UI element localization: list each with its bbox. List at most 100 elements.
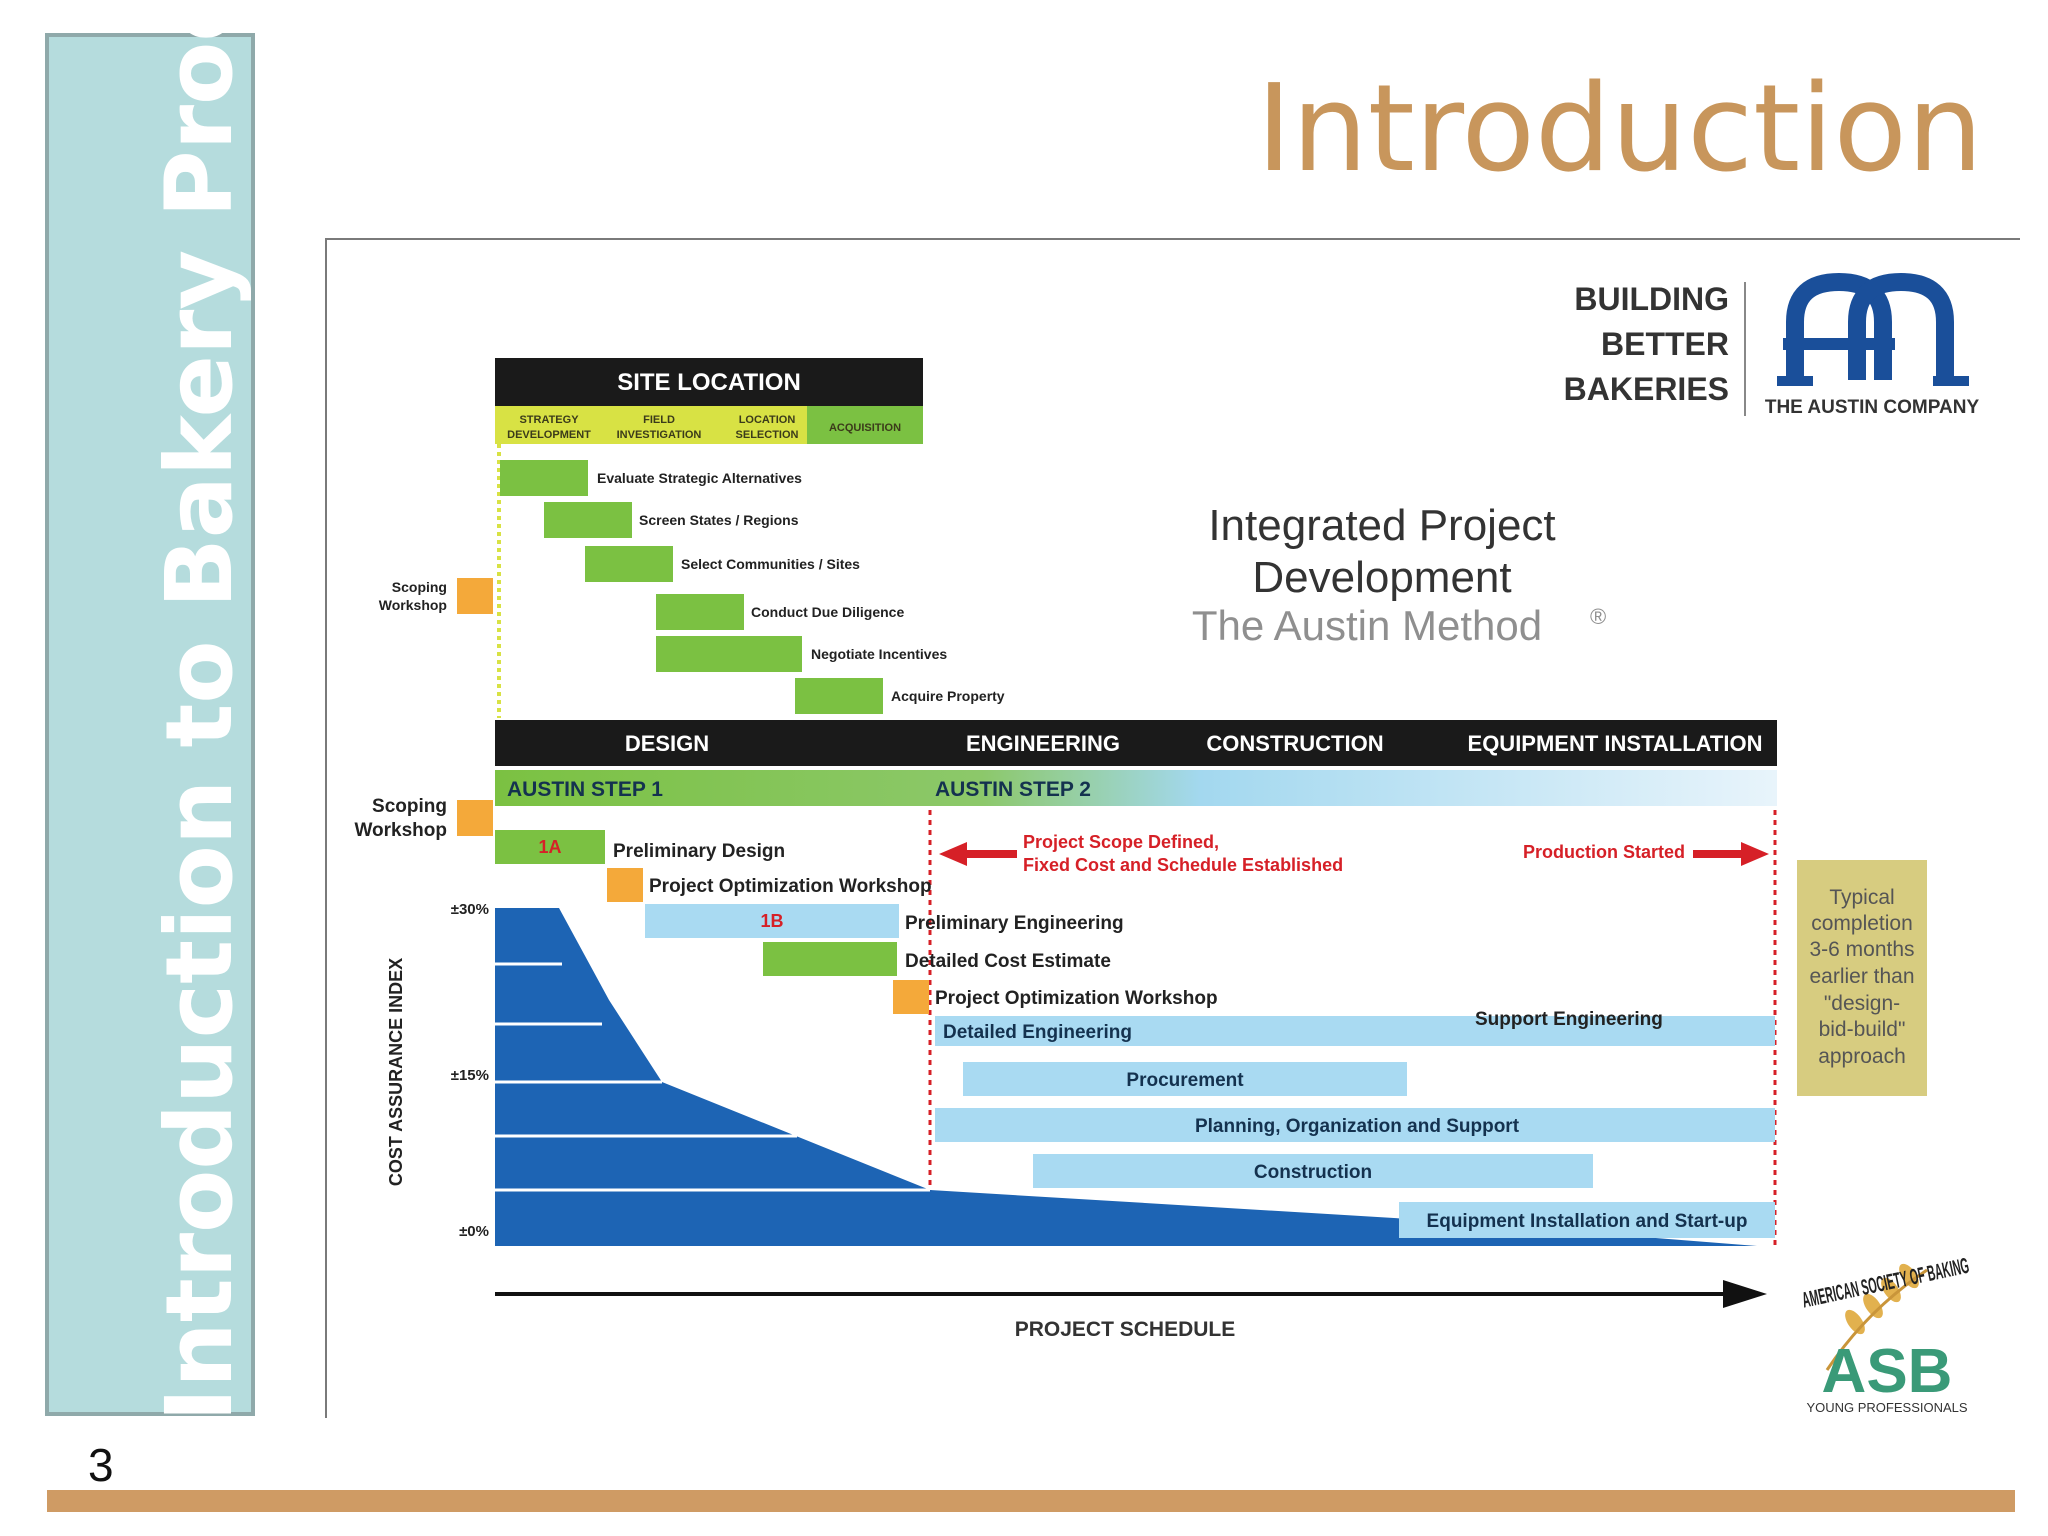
x-axis-label: PROJECT SCHEDULE bbox=[1015, 1318, 1236, 1341]
task-planning-bar bbox=[935, 1108, 1775, 1142]
scoping-workshop-label-2: Workshop bbox=[379, 597, 447, 613]
bottom-accent-bar bbox=[47, 1490, 2015, 1512]
phase-equipment: EQUIPMENT INSTALLATION bbox=[1468, 731, 1763, 756]
task-project-optimization-1: Project Optimization Workshop bbox=[649, 876, 932, 897]
task-engineering-bar bbox=[935, 1016, 1775, 1046]
arrow-left-icon bbox=[939, 842, 1017, 866]
task-preliminary-design: Preliminary Design bbox=[613, 841, 785, 862]
austin-step-1: AUSTIN STEP 1 bbox=[507, 778, 663, 801]
site-task-label: Screen States / Regions bbox=[639, 512, 799, 528]
note-line: "design- bbox=[1824, 992, 1900, 1015]
site-task-bar bbox=[656, 594, 744, 630]
diagram-subtitle: The Austin Method bbox=[1192, 602, 1542, 649]
wheat-icon bbox=[1825, 1263, 1928, 1371]
registered-mark: ® bbox=[1590, 604, 1606, 629]
task-procurement: Procurement bbox=[1126, 1070, 1244, 1091]
scope-defined-line-2: Fixed Cost and Schedule Established bbox=[1023, 855, 1343, 875]
site-task-label: Negotiate Incentives bbox=[811, 646, 947, 662]
label-1b: 1B bbox=[760, 911, 783, 931]
y-axis-label: COST ASSURANCE INDEX bbox=[386, 958, 406, 1186]
diagram-title-line-1: Integrated Project bbox=[1208, 501, 1555, 550]
y-tick-0: ±0% bbox=[459, 1223, 489, 1240]
note-line: bid-build" bbox=[1819, 1018, 1906, 1041]
task-construction: Construction bbox=[1254, 1162, 1372, 1183]
diagram-canvas: BUILDING BETTER BAKERIES THE AUSTIN COMP… bbox=[354, 272, 1988, 1448]
site-location-title: SITE LOCATION bbox=[617, 369, 801, 396]
phase-labels: DESIGN ENGINEERING CONSTRUCTION EQUIPMEN… bbox=[625, 731, 1763, 756]
scoping-workshop-label-1: Scoping bbox=[392, 579, 447, 595]
site-task-bar bbox=[795, 678, 883, 714]
site-step-strategy-1: STRATEGY bbox=[519, 414, 579, 426]
note-line: completion bbox=[1811, 912, 1913, 935]
site-task-bar bbox=[544, 502, 632, 538]
brand-block: BUILDING BETTER BAKERIES THE AUSTIN COMP… bbox=[1564, 272, 1980, 418]
task-detailed-cost-estimate: Detailed Cost Estimate bbox=[905, 951, 1111, 972]
cost-area-gridlines bbox=[495, 962, 930, 1192]
site-task-bar bbox=[500, 460, 588, 496]
phase-engineering: ENGINEERING bbox=[966, 731, 1120, 756]
site-task-label: Conduct Due Diligence bbox=[751, 604, 904, 620]
phase-construction: CONSTRUCTION bbox=[1206, 731, 1383, 756]
page-number: 3 bbox=[88, 1439, 114, 1491]
task-preliminary-engineering: Preliminary Engineering bbox=[905, 913, 1124, 934]
site-task-label: Evaluate Strategic Alternatives bbox=[597, 470, 802, 486]
site-task-label: Select Communities / Sites bbox=[681, 556, 860, 572]
austin-logo-icon bbox=[1777, 272, 1969, 386]
task-1a-bar bbox=[495, 830, 605, 864]
slide-title: Introduction bbox=[1256, 60, 1983, 199]
diagram-title-block: Integrated Project Development The Austi… bbox=[1192, 501, 1606, 649]
site-steps: STRATEGY DEVELOPMENT FIELD INVESTIGATION… bbox=[507, 414, 901, 441]
task-equipment-installation: Equipment Installation and Start-up bbox=[1427, 1211, 1748, 1232]
task-equipment-bar bbox=[1399, 1202, 1775, 1238]
diagram-title-line-2: Development bbox=[1252, 553, 1511, 602]
scoping-workshop-marker bbox=[457, 578, 493, 614]
site-step-location-1: LOCATION bbox=[739, 414, 796, 426]
task-cost-estimate-bar bbox=[763, 942, 897, 976]
note-line: Typical bbox=[1829, 886, 1894, 909]
site-location-header bbox=[495, 358, 923, 406]
scoping-workshop-marker-design bbox=[457, 800, 493, 836]
site-step-strategy-2: DEVELOPMENT bbox=[507, 429, 591, 441]
site-step-acquisition: ACQUISITION bbox=[829, 422, 901, 434]
sidebar-panel: Introduction to Bakery Processes bbox=[45, 0, 255, 1422]
site-task-label: Acquire Property bbox=[891, 688, 1005, 704]
task-support-engineering: Support Engineering bbox=[1475, 1009, 1663, 1030]
tagline-line-2: BETTER bbox=[1601, 326, 1729, 362]
site-task-bar bbox=[656, 636, 802, 672]
task-planning: Planning, Organization and Support bbox=[1195, 1116, 1520, 1137]
site-step-field-2: INVESTIGATION bbox=[617, 429, 702, 441]
asb-logo-backdrop bbox=[1792, 1252, 1988, 1448]
sidebar-title: Introduction to Bakery Processes bbox=[146, 0, 253, 1422]
site-task-bars bbox=[500, 460, 883, 714]
site-task-bar bbox=[585, 546, 673, 582]
task-project-optimization-2: Project Optimization Workshop bbox=[935, 988, 1218, 1009]
production-started: Production Started bbox=[1523, 842, 1685, 862]
optimization-workshop-marker-1 bbox=[607, 868, 643, 902]
optimization-workshop-marker-2 bbox=[893, 980, 929, 1014]
asb-letters: ASB bbox=[1822, 1337, 1953, 1406]
scoping-workshop-design-label-2: Workshop bbox=[354, 820, 447, 841]
tagline-line-1: BUILDING bbox=[1574, 281, 1729, 317]
site-task-labels: Evaluate Strategic Alternatives Screen S… bbox=[597, 470, 1005, 704]
label-1a: 1A bbox=[538, 837, 561, 857]
task-construction-bar bbox=[1033, 1154, 1593, 1188]
task-1b-bar bbox=[645, 904, 899, 938]
task-detailed-engineering: Detailed Engineering bbox=[943, 1022, 1132, 1043]
y-tick-30: ±30% bbox=[451, 901, 489, 918]
note-line: approach bbox=[1818, 1045, 1906, 1068]
schedule-arrow-icon bbox=[1723, 1280, 1767, 1308]
scope-defined-line-1: Project Scope Defined, bbox=[1023, 832, 1219, 852]
phase-header bbox=[495, 720, 1777, 766]
scoping-workshop-design-label-1: Scoping bbox=[372, 796, 447, 817]
y-tick-15: ±15% bbox=[451, 1067, 489, 1084]
company-name: THE AUSTIN COMPANY bbox=[1765, 397, 1980, 418]
arrow-right-icon bbox=[1693, 842, 1769, 866]
austin-step-2: AUSTIN STEP 2 bbox=[935, 778, 1091, 801]
note-box bbox=[1797, 860, 1927, 1096]
acquisition-band bbox=[807, 406, 923, 444]
cost-assurance-area bbox=[495, 908, 1757, 1246]
asb-subtitle: YOUNG PROFESSIONALS bbox=[1806, 1400, 1967, 1415]
tagline-line-3: BAKERIES bbox=[1564, 371, 1729, 407]
asb-logo: AMERICAN SOCIETY OF BAKING ASB YOUNG PRO… bbox=[1792, 1252, 1988, 1448]
austin-steps-band bbox=[495, 770, 1777, 806]
